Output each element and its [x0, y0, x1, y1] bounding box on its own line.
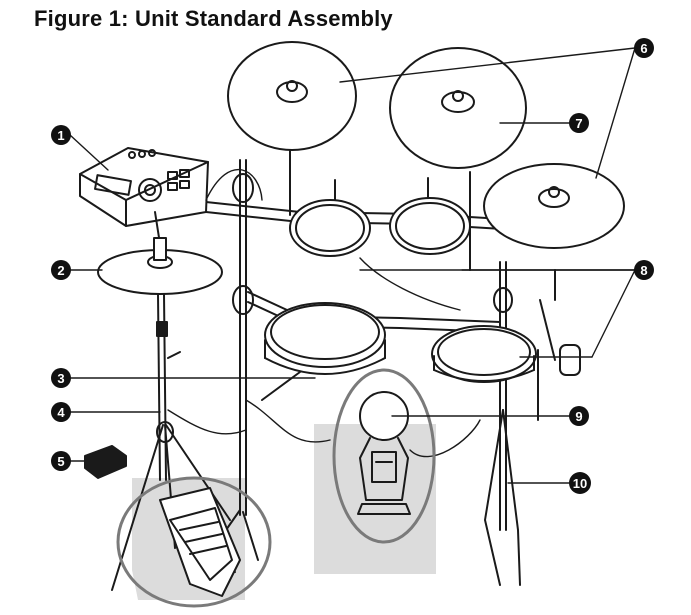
snare-pad: [262, 303, 385, 400]
tom-pad-1: [290, 200, 370, 256]
svg-text:6: 6: [640, 41, 647, 56]
callout-6: 6: [634, 38, 654, 58]
svg-text:1: 1: [57, 128, 64, 143]
hi-hat-cymbal-pad: [98, 238, 222, 294]
crash-cymbal-pad-left: [228, 42, 356, 150]
svg-text:5: 5: [57, 454, 64, 469]
crash-cymbal-pad-right: [484, 164, 624, 248]
callout-5: 5: [51, 451, 71, 471]
callout-9: 9: [569, 406, 589, 426]
tom-pad-3: [432, 326, 536, 382]
ride-cymbal-pad: [390, 48, 526, 168]
callout-3: 3: [51, 368, 71, 388]
callout-8: 8: [634, 260, 654, 280]
svg-text:9: 9: [575, 409, 582, 424]
svg-text:3: 3: [57, 371, 64, 386]
svg-text:10: 10: [573, 476, 587, 491]
svg-text:8: 8: [640, 263, 647, 278]
tom-pad-2: [390, 198, 470, 254]
svg-text:2: 2: [57, 263, 64, 278]
callout-2: 2: [51, 260, 71, 280]
callout-1: 1: [51, 125, 71, 145]
callout-7: 7: [569, 113, 589, 133]
svg-text:4: 4: [57, 405, 65, 420]
callout-4: 4: [51, 402, 71, 422]
callout-10: 10: [569, 472, 591, 494]
svg-text:7: 7: [575, 116, 582, 131]
hi-hat-controller: [85, 446, 126, 478]
